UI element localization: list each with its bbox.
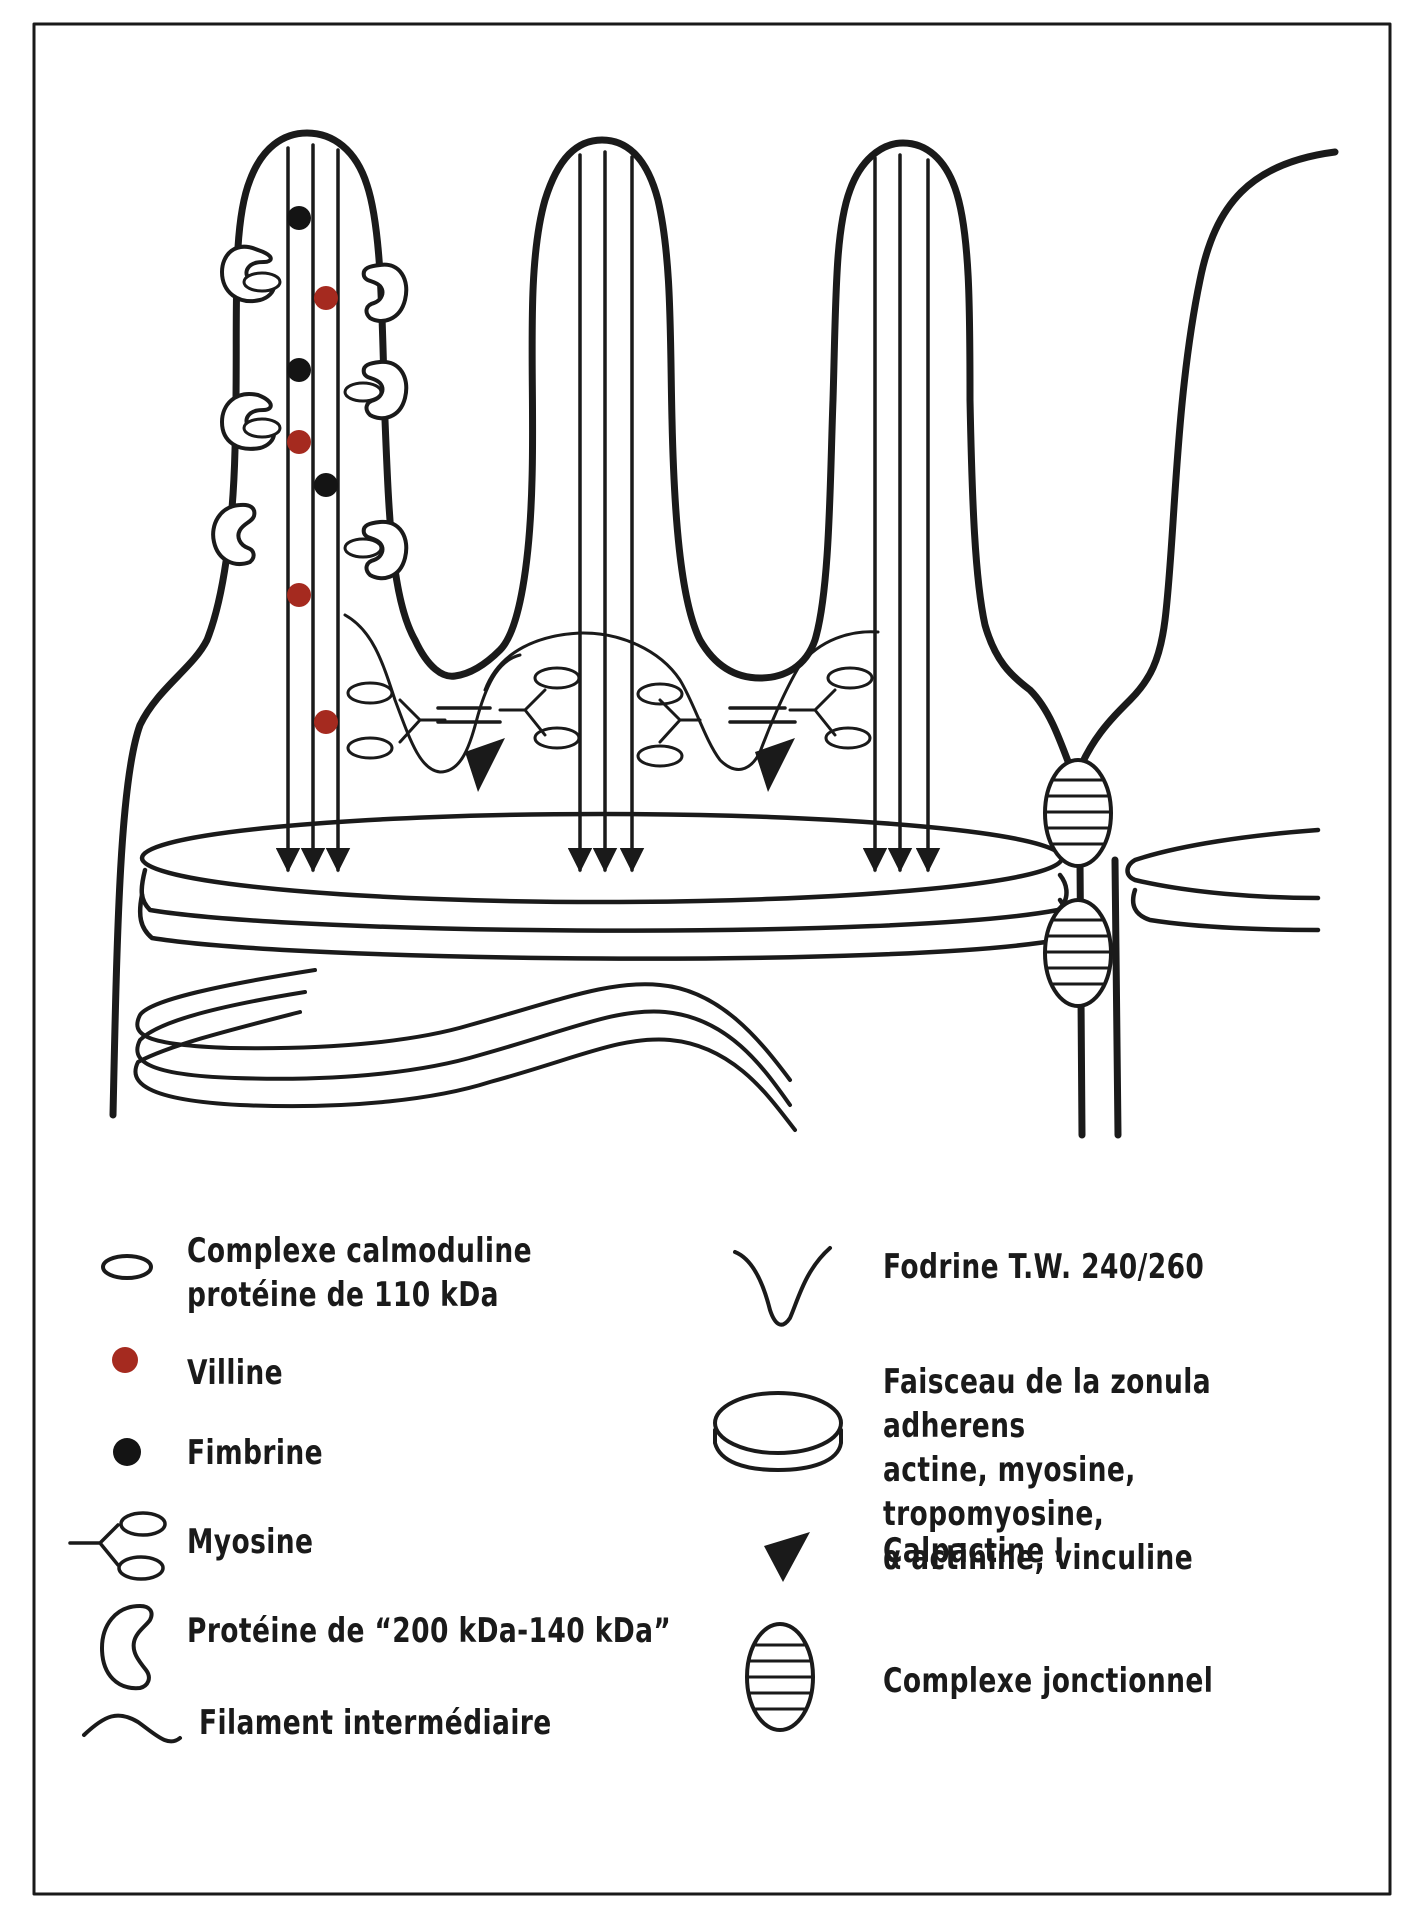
- legend-fodrine-glyph: [733, 1246, 832, 1327]
- calpactine-marker: [755, 738, 795, 792]
- legend-calmoduline-oval: [101, 1254, 153, 1280]
- legend-label-fodrine: Fodrine T.W. 240/260: [883, 1247, 1205, 1287]
- page-frame: [32, 22, 1392, 1896]
- calpactine-marker: [465, 738, 505, 792]
- calmoduline-ovals: [242, 271, 383, 559]
- lateral-membrane-right: [1111, 856, 1122, 1139]
- legend-zonula-glyph: [713, 1391, 843, 1472]
- legend-label-fimbrine: Fimbrine: [187, 1433, 323, 1473]
- actin-bundle-3: [862, 153, 941, 873]
- fimbrine-dots: [287, 206, 338, 497]
- myosine-molecule-4: [788, 666, 874, 750]
- legend-label-complexe: Complexe jonctionnel: [883, 1661, 1214, 1701]
- myosine-pair-link: [436, 706, 797, 724]
- myosine-molecule-1: [346, 681, 447, 760]
- legend-label-calpactine: Calpactine I: [883, 1531, 1065, 1571]
- actin-bundle-2: [567, 150, 645, 873]
- neighbor-zonula-bundle: [1125, 827, 1321, 933]
- legend-junctional-glyph: [745, 1622, 815, 1732]
- legend-label-calmoduline: Complexe calmoduline protéine de 110 kDa: [187, 1231, 532, 1315]
- junctional-complex-lower: [1043, 898, 1113, 1008]
- legend-label-faisceau: Faisceau de la zonula adherens actine, m…: [883, 1362, 1212, 1578]
- legend-fimbrine-dot: [113, 1438, 141, 1466]
- legend-label-villine: Villine: [187, 1353, 284, 1393]
- legend-filament-glyph: [82, 1713, 182, 1744]
- junctional-complex-upper: [1043, 758, 1113, 868]
- legend-label-filament: Filament intermédiaire: [199, 1703, 552, 1743]
- myosine-molecule-3: [636, 682, 702, 768]
- legend-myosine-glyph: [68, 1511, 167, 1581]
- myosine-molecule-2: [498, 666, 581, 750]
- legend-villine-dot: [112, 1347, 138, 1373]
- legend-label-protein-200-140: Protéine de “200 kDa-140 kDa”: [187, 1611, 672, 1651]
- fodrine-loops: [343, 613, 880, 774]
- legend-label-myosine: Myosine: [187, 1522, 314, 1562]
- intermediate-filaments: [133, 968, 797, 1132]
- legend-calpactine-glyph: [764, 1532, 810, 1582]
- legend-protein-200-140-glyph: [100, 1604, 154, 1691]
- protein-200-140-kda-group: [211, 244, 409, 581]
- neighbor-cell-membrane: [1071, 148, 1339, 784]
- villine-dots: [287, 286, 338, 734]
- actin-bundle-1: [275, 143, 351, 873]
- cell-membrane: [109, 129, 1079, 1119]
